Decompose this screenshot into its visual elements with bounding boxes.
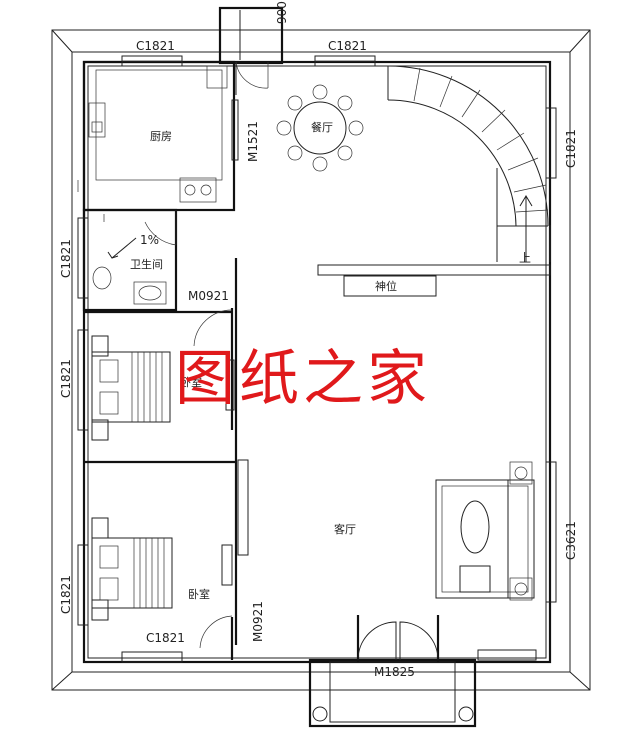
window-top-left (121, 55, 183, 67)
label-door-bath: M0921 (188, 289, 229, 303)
window-left-bed1 (77, 329, 89, 431)
window-top-right (314, 55, 376, 67)
room-dining: 餐厅 (311, 120, 333, 134)
bedroom-upper (91, 309, 235, 441)
label-window-right-living: C3621 (564, 521, 578, 560)
room-living: 客厅 (334, 522, 356, 536)
bathroom (77, 180, 178, 312)
label-window-top-left: C1821 (136, 39, 175, 53)
label-door-bed2: M0921 (251, 601, 265, 642)
room-kitchen: 厨房 (150, 130, 172, 143)
staircase (387, 65, 551, 262)
label-window-left-bed2: C1821 (59, 575, 73, 614)
label-window-left-bath: C1821 (59, 239, 73, 278)
label-slope: 1% (140, 233, 159, 247)
top-door-projection (218, 6, 284, 65)
window-right-stair (545, 107, 557, 179)
room-bathroom: 卫生间 (130, 257, 163, 271)
dining-table (276, 84, 364, 172)
label-door-top-small: 900 (275, 1, 289, 24)
roof-outline (51, 29, 591, 691)
room-bedroom-lower: 卧室 (188, 587, 210, 601)
door-main (356, 615, 537, 662)
living-sofa-set (435, 461, 557, 603)
label-stair-up: 上 (519, 251, 531, 265)
room-bedroom-upper: 卧室 (180, 375, 202, 389)
label-window-right-stair: C1821 (564, 129, 578, 168)
label-door-main: M1825 (374, 665, 415, 679)
window-left-bath (77, 217, 89, 299)
label-door-kitchen: M1521 (246, 121, 260, 162)
exterior-walls (82, 60, 552, 664)
label-window-left-bed1: C1821 (59, 359, 73, 398)
label-window-bottom-bed2: C1821 (146, 631, 185, 645)
door-kitchen (231, 61, 269, 161)
shrine-wall (317, 264, 551, 297)
label-window-top-right: C1821 (328, 39, 367, 53)
window-left-bed2 (77, 544, 89, 626)
bedroom-lower (91, 517, 233, 663)
front-porch (308, 658, 477, 728)
room-shrine: 神位 (375, 279, 397, 293)
